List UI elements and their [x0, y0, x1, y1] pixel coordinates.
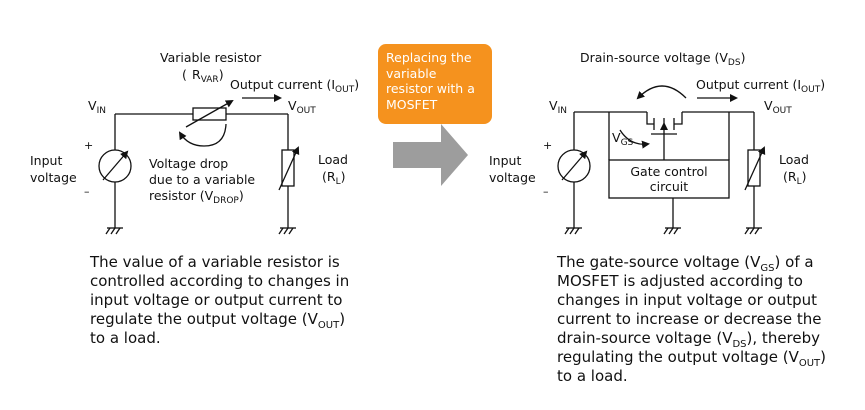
- voltage-drop-line2: due to a variable: [149, 172, 255, 187]
- right-caption-text-4: ) to a load.: [557, 348, 827, 385]
- left-caption-sub: OUT: [317, 320, 340, 331]
- left-grounds: [105, 227, 296, 235]
- vds-title: Drain-source voltage (VDS): [580, 50, 745, 68]
- ground-icon: [278, 227, 296, 235]
- mosfet-symbol: [646, 112, 683, 160]
- right-caption-sub-3: OUT: [798, 358, 821, 369]
- right-caption-text-2: ) of a MOSFET is adjusted according to c…: [557, 253, 822, 347]
- left-source-arrow: [102, 150, 129, 181]
- right-caption-text-1: The gate-source voltage (V: [557, 253, 761, 271]
- right-caption: The gate-source voltage (VGS) of a MOSFE…: [557, 253, 827, 386]
- vgs-label: VGS: [612, 130, 634, 148]
- right-output-current-label: Output current (IOUT): [696, 77, 825, 95]
- vgs-curved-arrow: [619, 129, 650, 149]
- left-load-label: Load: [318, 152, 348, 167]
- voltage-drop-line1: Voltage drop: [149, 156, 228, 171]
- right-vout-label: VOUT: [764, 98, 792, 116]
- right-minus-sign: –: [543, 185, 549, 198]
- replacement-callout: Replacing the variable resistor with a M…: [378, 44, 492, 124]
- left-rl-label: (RL): [322, 169, 345, 187]
- left-voltage-source: [98, 149, 132, 183]
- right-load-arrow: [744, 146, 766, 191]
- variable-resistor-label: Variable resistor: [160, 50, 262, 65]
- rvar-label: RVAR): [192, 67, 224, 85]
- left-plus-sign: +: [84, 139, 93, 152]
- left-circuit: [98, 94, 300, 228]
- right-input-label-2: voltage: [489, 170, 536, 185]
- transition-arrow: [393, 124, 468, 186]
- right-caption-sub-1: GS: [760, 263, 775, 274]
- right-voltage-source: [557, 149, 591, 183]
- voltage-drop-line3: resistor (VDROP): [149, 188, 244, 206]
- voltage-drop-arrow: [178, 123, 227, 147]
- left-load-arrow: [278, 146, 300, 191]
- gate-control-label-2: circuit: [650, 179, 688, 194]
- left-input-label-2: voltage: [30, 170, 77, 185]
- right-circuit: [557, 85, 766, 228]
- left-caption-end: ) to a load.: [90, 310, 346, 347]
- vds-curved-arrow: [636, 85, 687, 100]
- right-input-label-1: Input: [489, 153, 521, 168]
- right-caption-text-3: ), thereby regulating the output voltage…: [557, 329, 821, 366]
- left-caption: The value of a variable resistor is cont…: [90, 253, 360, 348]
- callout-text: Replacing the variable resistor with a M…: [386, 50, 475, 112]
- left-caption-text: The value of a variable resistor is cont…: [90, 253, 350, 328]
- right-grounds: [564, 227, 762, 235]
- left-input-label-1: Input: [30, 153, 62, 168]
- ground-icon: [663, 227, 681, 235]
- gate-control-label-1: Gate control: [630, 164, 707, 179]
- right-source-arrow: [561, 150, 588, 181]
- gate-control-box: [608, 159, 730, 199]
- left-vin-label: VIN: [88, 98, 106, 116]
- right-caption-sub-2: DS: [732, 339, 747, 350]
- right-plus-sign: +: [543, 139, 552, 152]
- variable-resistor-arrow: [185, 100, 234, 128]
- right-rl-label: (RL): [783, 169, 806, 187]
- left-output-current-label: Output current (IOUT): [230, 77, 359, 95]
- right-vin-label: VIN: [549, 98, 567, 116]
- ground-icon: [105, 227, 123, 235]
- ground-icon: [564, 227, 582, 235]
- left-vout-label: VOUT: [288, 98, 316, 116]
- rvar-paren: (: [182, 67, 187, 82]
- ground-icon: [744, 227, 762, 235]
- right-load-label: Load: [779, 152, 809, 167]
- left-minus-sign: –: [84, 185, 90, 198]
